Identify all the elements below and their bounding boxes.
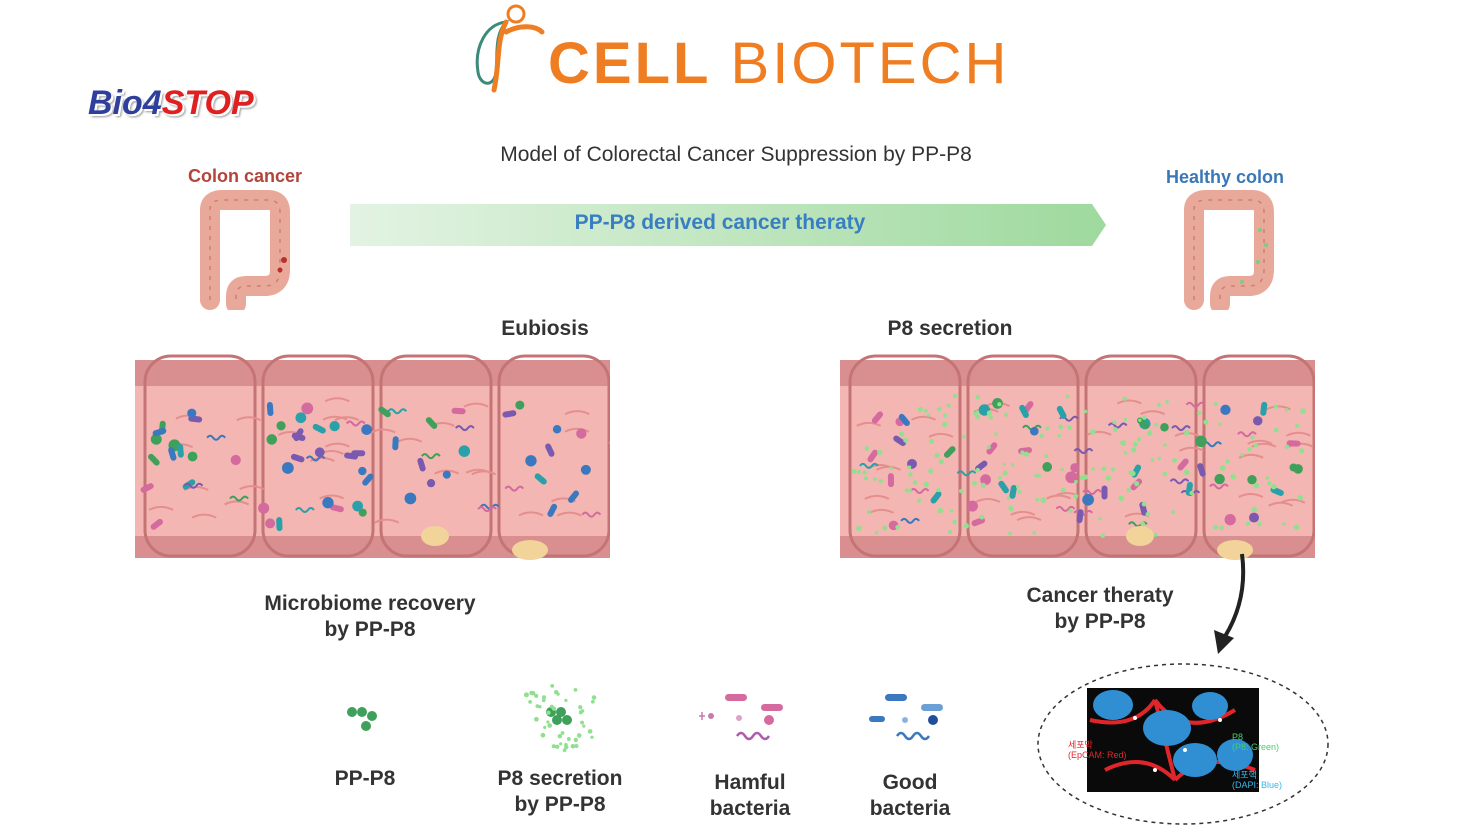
harmful-bacteria-legend-icon: [699, 694, 783, 741]
arrow-label: PP-P8 derived cancer theraty: [574, 211, 866, 234]
cell-biotech-logo-icon: [475, 4, 545, 93]
p8-secretion-legend-icon: [523, 684, 597, 753]
diagram-title: Model of Colorectal Cancer Suppression b…: [500, 143, 972, 166]
micrograph-green-label: P8(P8: Green): [1232, 732, 1280, 752]
micrograph-red-label: 세포막(EpCAM: Red): [1068, 740, 1127, 760]
intestine-eubiosis: [135, 346, 610, 566]
therapy-arrow: [350, 204, 1106, 246]
cancer-colon-icon: [200, 190, 290, 310]
healthy-colon-icon: [1184, 190, 1274, 310]
legend-pp-p8: PP-P8: [334, 767, 396, 790]
eubiosis-heading: Eubiosis: [501, 317, 589, 340]
colon-cancer-label: Colon cancer: [187, 166, 303, 186]
micrograph-inset: [1037, 663, 1329, 825]
bio4stop-logo: Bio4STOP: [88, 84, 254, 122]
intestine-p8-secretion: [840, 346, 1315, 566]
zoom-arrow-icon: [1214, 553, 1246, 654]
good-bacteria-legend-icon: [869, 694, 943, 741]
micrograph-blue-label: 세포핵(DAPI: Blue): [1232, 770, 1283, 790]
cell-biotech-logo: CELL BIOTECH: [548, 31, 1010, 96]
pp-p8-legend-icon: [347, 707, 377, 731]
healthy-colon-label: Healthy colon: [1165, 167, 1285, 187]
p8-secretion-heading: P8 secretion: [887, 317, 1013, 340]
